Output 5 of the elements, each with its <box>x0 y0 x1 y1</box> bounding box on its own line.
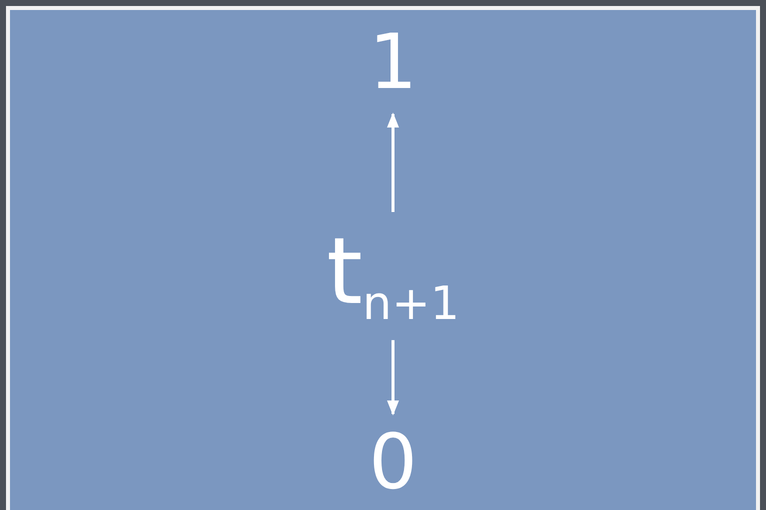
arrow <box>387 112 399 212</box>
math-label: 1 <box>368 24 418 100</box>
arrow <box>387 340 399 416</box>
math-label: t$_{n+1}$ <box>326 226 460 326</box>
math-label: 0 <box>368 424 418 500</box>
